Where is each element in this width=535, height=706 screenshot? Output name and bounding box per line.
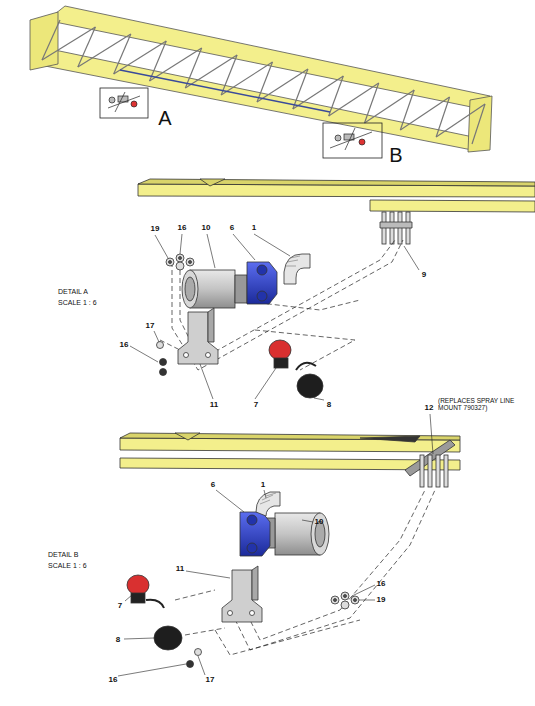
detail-title: DETAIL B [48,551,78,559]
callout-number: 6 [211,481,215,490]
detail-marker: B [389,144,402,166]
callout-number: 12 [425,404,434,413]
detail-marker: A [158,107,171,129]
callout-number: 16 [377,580,386,589]
callout-number: 16 [109,676,118,685]
leader-lines [118,234,433,676]
detail-b-view [120,433,460,668]
callout-number: 17 [206,676,215,685]
callout-number: 1 [261,481,265,490]
callout-number: 19 [377,596,386,605]
detail-scale: SCALE 1 : 6 [48,562,87,570]
callout-number: 1 [252,224,256,233]
callout-number: 10 [202,224,211,233]
detail-a-view [138,179,535,398]
callout-number: 10 [315,518,324,527]
callout-number: 11 [176,565,184,574]
callout-number: 19 [151,225,160,234]
callout-number: 16 [178,224,187,233]
part-note: (REPLACES SPRAY LINE MOUNT 790327) [438,397,518,411]
callout-number: 7 [254,401,258,410]
callout-number: 17 [146,322,155,331]
callout-number: 9 [422,271,426,280]
callout-number: 11 [210,401,218,410]
detail-title: DETAIL A [58,288,88,296]
callout-number: 7 [118,602,122,611]
callout-number: 8 [327,401,331,410]
boom-frame [30,6,492,158]
callout-number: 8 [116,636,120,645]
callout-number: 16 [120,341,129,350]
callout-number: 6 [230,224,234,233]
detail-scale: SCALE 1 : 6 [58,299,97,307]
